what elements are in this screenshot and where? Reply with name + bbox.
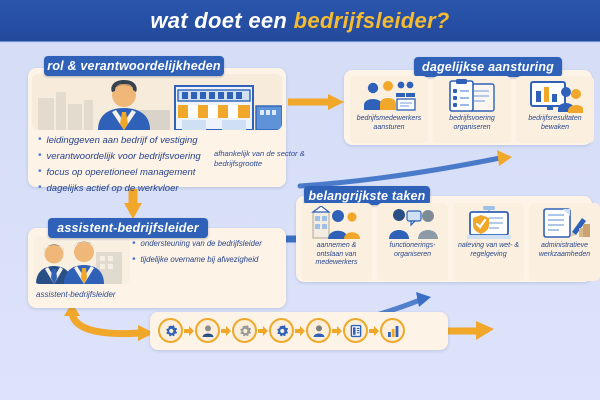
dagelijkse-tile-group: bedrijfsmedewerkers aansturen bedrijfsvo… [350, 76, 594, 143]
list-item-label: leidinggeven aan bedrijf of vestiging [46, 135, 198, 146]
badge-assistent-bedrijfsleider: assistent-bedrijfsleider [48, 218, 208, 238]
tile-caption: bedrijfsmedewerkers aansturen [356, 115, 422, 131]
tile-aannemen-ontslaan[interactable]: aannemen & ontslaan van medewerkers [301, 203, 372, 281]
arrow-strip-to-end [448, 321, 494, 340]
hiring-people-icon [310, 206, 360, 239]
strip-arrow-icon [369, 325, 379, 336]
arrow-rol-to-assistent [124, 189, 142, 219]
card-process-strip [150, 312, 448, 350]
team-meeting-icon [364, 81, 416, 111]
page-title: wat doet een bedrijfsleider? [150, 8, 449, 34]
strip-arrow-icon [295, 325, 305, 336]
card-assistent-bedrijfsleider: • ondersteuning van de bedrijfsleider • ti… [28, 228, 286, 308]
person-cycle-icon[interactable] [195, 318, 220, 343]
page-title-plain: wat doet een [150, 7, 294, 33]
list-item: • leidinggeven aan bedrijf of vestiging [38, 134, 278, 147]
strip-arrow-icon [221, 325, 231, 336]
list-item: • dagelijks actief op de werkvloer [38, 182, 278, 195]
taken-tile-group: aannemen & ontslaan van medewerkers func… [301, 203, 600, 281]
assistent-caption: assistent-bedrijfsleider [36, 290, 116, 299]
card-rol-verantwoordelijkheden: afhankelijk van de sector & bedrijfsgroo… [28, 68, 305, 194]
gear-cycle-icon[interactable] [158, 318, 183, 343]
list-item-label: dagelijks actief op de werkvloer [46, 183, 179, 194]
page-title-accent: bedrijfsleider? [293, 7, 450, 33]
presentation-chart-icon [530, 81, 583, 113]
two-assistants-illustration [34, 236, 130, 284]
tile-caption: administratieve werkzaamheden [538, 242, 591, 258]
header-bar: wat doet een bedrijfsleider? [0, 0, 600, 41]
strip-arrow-icon [184, 325, 194, 336]
rol-bullet-list: • leidinggeven aan bedrijf of vestiging •… [38, 134, 278, 198]
tile-caption: bedrijfsvoering organiseren [449, 115, 495, 131]
tile-administratieve-werkzaamheden[interactable]: administratieve werkzaamheden [529, 203, 600, 281]
callout-sector-bedrijfsgrootte: afhankelijk van de sector & bedrijfsgroo… [214, 149, 305, 168]
tile-caption: functionerings- organiseren [389, 242, 436, 258]
list-item: • ondersteuning van de bedrijfsleider [132, 238, 282, 250]
document-cycle-icon[interactable] [343, 318, 368, 343]
tile-bedrijfsresultaten-bewaken[interactable]: bedrijfsresultaten bewaken [516, 76, 594, 143]
bar-chart-icon[interactable] [380, 318, 405, 343]
bullet-dot-icon: • [132, 254, 136, 265]
badge-belangrijkste-taken: belangrijkste taken [304, 186, 430, 205]
bullet-dot-icon: • [38, 150, 42, 161]
tile-bedrijfsmedewerkers-aansturen[interactable]: bedrijfsmedewerkers aansturen [350, 76, 428, 143]
strip-arrow-icon [332, 325, 342, 336]
badge-rol-verantwoordelijkheden: rol & verantwoordelijkheden [44, 56, 224, 76]
gear-grey-cycle-icon[interactable] [232, 318, 257, 343]
bullet-dot-icon: • [38, 134, 42, 145]
process-icon-row [158, 318, 405, 343]
gear-blue-cycle-icon[interactable] [269, 318, 294, 343]
list-item: • focus op operetioneel management [38, 166, 278, 179]
assistent-bullet-list: • ondersteuning van de bedrijfsleider • ti… [132, 238, 282, 270]
arrow-rol-to-dagelijkse [288, 94, 344, 110]
strip-arrow-icon [258, 325, 268, 336]
badge-dagelijkse-aansturing: dagelijkse aansturing [414, 57, 562, 77]
list-item: • tijdelijke overname bij afwezigheid [132, 254, 282, 266]
list-item-label: focus op operetioneel management [46, 167, 196, 178]
tile-caption: bedrijfsresultaten bewaken [528, 115, 582, 131]
tile-caption: naleving van wet- & regelgeving [457, 242, 520, 258]
list-item-label: verantwoordelijk voor bedrijfsvoering [46, 151, 201, 162]
compliance-shield-icon [466, 206, 511, 239]
tile-functioneringsgesprekken[interactable]: functionerings- organiseren [377, 203, 448, 281]
bullet-dot-icon: • [38, 166, 42, 177]
list-item-label: tijdelijke overname bij afwezigheid [140, 255, 259, 264]
bullet-dot-icon: • [38, 182, 42, 193]
performance-review-icon [388, 209, 438, 239]
arrow-into-strip-left [140, 326, 150, 338]
arrow-dagelijkse-to-taken [297, 150, 512, 189]
tile-caption: aannemen & ontslaan van medewerkers [315, 242, 358, 267]
tile-naleving-wet-regelgeving[interactable]: naleving van wet- & regelgeving [453, 203, 524, 281]
paperwork-documents-icon [542, 208, 590, 238]
clipboard-checklist-icon [449, 79, 495, 112]
list-item: • verantwoordelijk voor bedrijfsvoering [38, 150, 278, 163]
person-blue-cycle-icon[interactable] [306, 318, 331, 343]
bullet-dot-icon: • [132, 238, 136, 249]
list-item-label: ondersteuning van de bedrijfsleider [140, 239, 262, 248]
businessman-and-shop-illustration [32, 74, 282, 130]
tile-bedrijfsvoering-organiseren[interactable]: bedrijfsvoering organiseren [433, 76, 511, 143]
